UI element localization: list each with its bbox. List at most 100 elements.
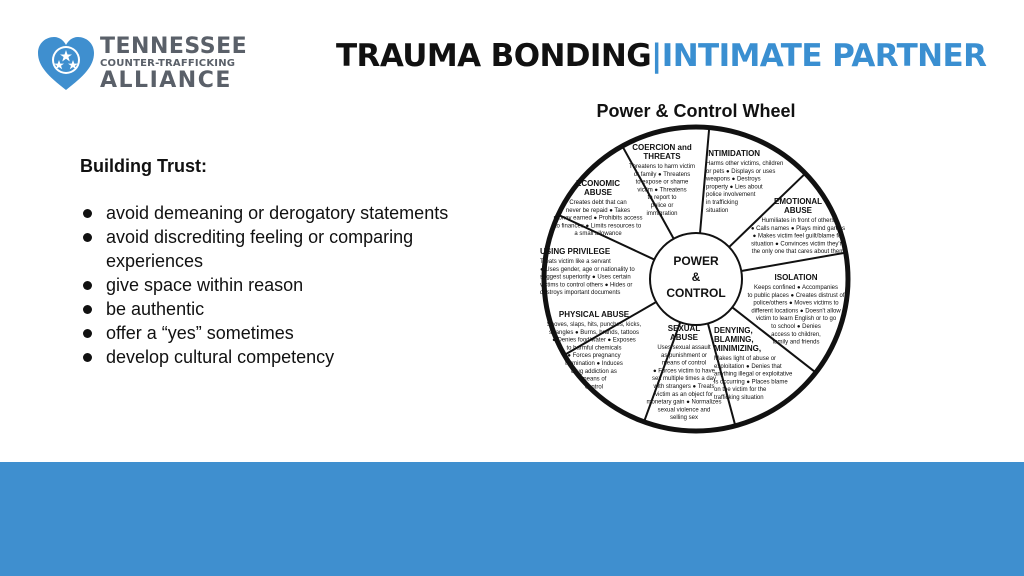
title-part-1: TRAUMA BONDING xyxy=(336,38,652,74)
spoke-text: ● Uses gender, age or nationality to xyxy=(540,267,635,273)
spoke-text: a small allowance xyxy=(574,231,622,237)
section-heading: Building Trust: xyxy=(80,156,207,176)
spoke-title: ABUSE xyxy=(784,206,813,215)
spoke-title: COERCION and xyxy=(632,143,692,152)
spoke-title: THREATS xyxy=(643,152,681,161)
wheel-spoke: INTIMIDATION Harms other victims, childre… xyxy=(705,149,783,214)
spoke-title: ECONOMIC xyxy=(576,179,620,188)
spoke-text: immigration xyxy=(646,211,677,217)
title-separator: | xyxy=(651,38,662,74)
bullet-list: avoid demeaning or derogatory statements… xyxy=(80,201,500,369)
tennessee-heart-stars-icon xyxy=(38,37,94,90)
spoke-text: different locations ● Doesn't allow xyxy=(751,308,841,314)
spoke-text: situation xyxy=(706,208,728,214)
spoke-text: or family ● Threatens xyxy=(634,172,691,178)
spoke-text: means of xyxy=(582,377,607,383)
wheel-spoke-line xyxy=(731,306,815,373)
spoke-title: INTIMIDATION xyxy=(706,149,760,158)
spoke-text: sex multiple times a day xyxy=(652,376,716,382)
spoke-text: with strangers ● Treats xyxy=(653,384,715,390)
spoke-text: ● Makes victim feel guilt/blame for xyxy=(753,234,844,240)
spoke-title: MINIMIZING, xyxy=(714,344,761,353)
spoke-text: destroys important documents xyxy=(540,290,620,296)
spoke-text: police involvement xyxy=(706,192,756,198)
spoke-text: victim ● Threatens xyxy=(637,187,686,193)
spoke-text: victim to learn English or to go xyxy=(756,316,837,322)
spoke-text: as punishment or xyxy=(661,353,707,359)
spoke-text: weapons ● Destroys xyxy=(705,177,761,183)
wheel-title: Power & Control Wheel xyxy=(596,101,796,121)
logo-line-1: TENNESSEE xyxy=(100,34,248,59)
spoke-text: drug addiction as xyxy=(571,369,617,375)
spoke-text: to finances ● Limits resources to xyxy=(555,223,642,229)
spoke-text: termination ● Induces xyxy=(565,361,623,367)
spoke-text: trafficking situation xyxy=(714,395,764,401)
spoke-text: Creates debt that can xyxy=(569,200,626,206)
footer-band xyxy=(0,462,1024,576)
spoke-text: police/others ● Moves victims to xyxy=(753,301,839,307)
spoke-text: Shoves, slaps, hits, punches, kicks, xyxy=(547,322,642,328)
spoke-text: Treats victim like a servant xyxy=(540,259,611,265)
spoke-text: property ● Lies about xyxy=(706,184,763,190)
spoke-text: to public places ● Creates distrust of xyxy=(747,293,844,299)
spoke-text: on the victim for the xyxy=(714,387,767,393)
wheel-spoke-line xyxy=(643,321,682,421)
wheel-spoke: USING PRIVILEGE Treats victim like a serv… xyxy=(540,247,635,296)
list-item: offer a “yes” sometimes xyxy=(80,321,500,345)
spoke-text: anything illegal or exploitative xyxy=(714,372,793,378)
spoke-text: strangles ● Burns, brands, tattoos xyxy=(549,330,639,336)
spoke-title: ABUSE xyxy=(584,188,613,197)
spoke-title: USING PRIVILEGE xyxy=(540,247,611,256)
spoke-text: money earned ● Prohibits access xyxy=(553,216,642,222)
spoke-text: to harmful chemicals xyxy=(566,345,621,351)
spoke-text: Humiliates in front of others xyxy=(761,218,834,224)
building-trust-panel: Building Trust: avoid demeaning or derog… xyxy=(80,156,500,369)
spoke-title: SEXUAL xyxy=(668,324,701,333)
spoke-text: is occurring ● Places blame xyxy=(714,379,788,385)
title-part-2: INTIMATE PARTNER xyxy=(661,38,987,74)
spoke-text: to school ● Denies xyxy=(771,324,821,330)
list-item: give space within reason xyxy=(80,273,500,297)
spoke-text: Threatens to harm victim xyxy=(629,164,695,170)
list-item: avoid demeaning or derogatory statements xyxy=(80,201,500,225)
spoke-text: ● Denies food/water ● Exposes xyxy=(552,338,636,344)
logo-wordmark: TENNESSEE COUNTER-TRAFFICKING ALLIANCE xyxy=(100,36,247,92)
spoke-text: Makes light of abuse or xyxy=(714,356,776,362)
wheel-spoke-line xyxy=(565,301,657,355)
wheel-spoke-line xyxy=(559,214,655,261)
logo: TENNESSEE COUNTER-TRAFFICKING ALLIANCE xyxy=(36,36,247,96)
wheel-spoke-line xyxy=(622,147,675,240)
spoke-text: ● Calls names ● Plays mind games xyxy=(751,226,845,232)
hub-text: CONTROL xyxy=(666,286,725,300)
spoke-text: police or xyxy=(651,203,674,209)
spoke-text: the only one that cares about them xyxy=(752,249,844,255)
spoke-text: suggest superiority ● Uses certain xyxy=(540,275,631,281)
spoke-text: ● Forces pregnancy xyxy=(567,353,620,359)
spoke-text: monetary gain ● Normalizes xyxy=(647,400,722,406)
spoke-text: means of control xyxy=(662,361,706,367)
wheel-spoke-line xyxy=(728,174,805,248)
spoke-title: DENYING, xyxy=(714,326,753,335)
spoke-title: ISOLATION xyxy=(775,273,818,282)
spoke-text: in trafficking xyxy=(706,200,738,206)
slide-title: TRAUMA BONDING|INTIMATE PARTNER xyxy=(336,38,987,74)
spoke-text: family and friends xyxy=(772,340,819,346)
spoke-title: EMOTIONAL xyxy=(774,197,822,206)
wheel-spoke-line xyxy=(706,323,736,425)
spoke-text: access to children, xyxy=(771,332,821,338)
spoke-text: victim as an object for xyxy=(655,392,713,398)
logo-line-3: ALLIANCE xyxy=(100,68,232,93)
wheel-spoke-line xyxy=(741,251,844,272)
spoke-text: Harms other victims, children xyxy=(706,161,783,167)
spoke-text: exploitation ● Denies that xyxy=(714,364,782,370)
wheel-spoke: DENYING,BLAMING,MINIMIZING,Makes light o… xyxy=(714,326,793,401)
spoke-text: to report to xyxy=(647,195,677,201)
hub-text: POWER xyxy=(673,254,719,268)
spoke-text: or pets ● Displays or uses xyxy=(706,169,775,175)
